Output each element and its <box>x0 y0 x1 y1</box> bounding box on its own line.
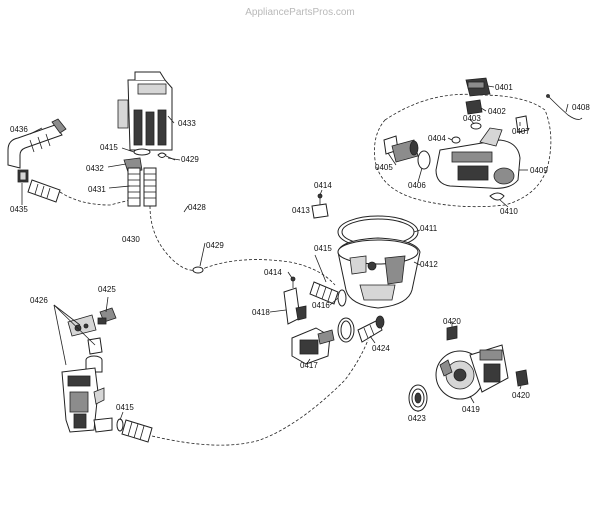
callout-0402: 0402 <box>488 107 506 116</box>
callout-0407: 0407 <box>512 127 530 136</box>
callout-0417: 0417 <box>300 361 318 370</box>
part-0415-ring-valve[interactable] <box>116 418 124 432</box>
part-0435-clip[interactable] <box>17 169 29 183</box>
part-0415-sump-hose[interactable] <box>309 281 339 305</box>
part-0407-clip[interactable] <box>515 115 529 133</box>
callout-0432: 0432 <box>86 164 104 173</box>
callout-0412: 0412 <box>420 260 438 269</box>
part-0402-switch[interactable] <box>465 99 483 115</box>
callout-0413: 0413 <box>292 206 310 215</box>
callout-0428: 0428 <box>188 203 206 212</box>
part-0401-sensor[interactable] <box>465 77 491 97</box>
part-0406-ring[interactable] <box>417 150 431 170</box>
callout-0436: 0436 <box>10 125 28 134</box>
part-0404-seal[interactable] <box>451 136 461 144</box>
callout-0415-top: 0415 <box>100 143 118 152</box>
part-0405-part[interactable] <box>383 135 419 163</box>
callout-0424: 0424 <box>372 344 390 353</box>
callout-0410: 0410 <box>500 207 518 216</box>
callout-0403: 0403 <box>463 114 481 123</box>
part-0413-bracket[interactable] <box>311 193 329 219</box>
part-0436-elbow-hose[interactable] <box>7 118 67 169</box>
callout-0426: 0426 <box>30 296 48 305</box>
callout-0415-sump: 0415 <box>314 244 332 253</box>
part-0409-heater-housing[interactable] <box>435 127 521 189</box>
callout-0429-top: 0429 <box>181 155 199 164</box>
callout-0431: 0431 <box>88 185 106 194</box>
callout-0419: 0419 <box>462 405 480 414</box>
callout-0414-top: 0414 <box>314 181 332 190</box>
part-0428-long-hose[interactable] <box>158 158 198 269</box>
part-0424-seal-ring[interactable] <box>337 317 355 343</box>
part-0426-water-valve[interactable] <box>61 367 113 433</box>
part-0420-clip-right[interactable] <box>515 369 529 387</box>
callout-0401: 0401 <box>495 83 513 92</box>
callout-0408: 0408 <box>572 103 590 112</box>
callout-0429-lower: 0429 <box>206 241 224 250</box>
callout-0430: 0430 <box>122 235 140 244</box>
part-0416-ring[interactable] <box>337 289 347 307</box>
part-0417-drain-pump[interactable] <box>291 327 335 365</box>
callout-0411: 0411 <box>420 224 438 233</box>
part-0415-inlet-hose[interactable] <box>121 339 369 446</box>
part-0403-ring[interactable] <box>470 122 482 130</box>
callout-0414-lower: 0414 <box>264 268 282 277</box>
callout-0404: 0404 <box>428 134 446 143</box>
part-0429-clamp-top[interactable] <box>157 152 176 161</box>
part-0414-screw[interactable] <box>290 276 296 288</box>
callout-0433: 0433 <box>178 119 196 128</box>
part-0429-clamp-lower[interactable] <box>192 266 204 274</box>
callout-labels: 0436 0435 0431 0432 0415 0429 0433 0430 … <box>10 83 590 423</box>
part-0424-connector[interactable] <box>357 315 385 343</box>
part-0408-wire[interactable] <box>546 94 583 120</box>
callout-0435: 0435 <box>10 205 28 214</box>
part-0423-filter-ring[interactable] <box>408 384 428 412</box>
callout-0420-right: 0420 <box>512 391 530 400</box>
part-0410-clamp[interactable] <box>489 192 505 201</box>
callout-0415-valve: 0415 <box>116 403 134 412</box>
callout-0416: 0416 <box>312 301 330 310</box>
callout-0406: 0406 <box>408 181 426 190</box>
callout-0409: 0409 <box>530 166 548 175</box>
watermark: AppliancePartsPros.com <box>245 7 355 18</box>
callout-0420-top: 0420 <box>443 317 461 326</box>
callout-0418: 0418 <box>252 308 270 317</box>
part-0412-sump[interactable] <box>337 237 421 309</box>
leader-lines <box>21 85 569 421</box>
part-0420-clip-top[interactable] <box>446 325 458 341</box>
part-0418-bracket[interactable] <box>283 287 307 325</box>
part-0425-small-clip[interactable] <box>97 307 117 325</box>
callout-0423: 0423 <box>408 414 426 423</box>
part-0431-hose-segment[interactable] <box>27 179 131 206</box>
part-0419-circulation-pump[interactable] <box>435 344 509 400</box>
callout-0425: 0425 <box>98 285 116 294</box>
callout-0405: 0405 <box>375 163 393 172</box>
part-0433-air-break[interactable] <box>117 71 173 151</box>
part-0415-ring-top[interactable] <box>133 148 151 156</box>
